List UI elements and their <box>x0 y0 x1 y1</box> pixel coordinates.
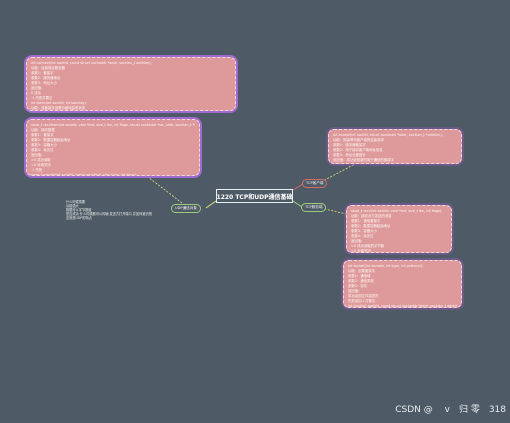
note-line: 功能：连接指定服务器 <box>31 66 65 70</box>
note-line: int bind(int sockfd, const struct sockad… <box>348 304 457 308</box>
note-line: 返回值：成功返回新的用于通信的套接字 <box>333 158 395 162</box>
note-line: 参数2：用于接收客户端地址信息 <box>333 148 383 152</box>
branch-udp-object[interactable]: UDP通信对象 <box>171 204 201 213</box>
note-line: int connect(int sockfd, const struct soc… <box>31 61 152 65</box>
note-right-top[interactable]: int accept(int sockfd, struct sockaddr *… <box>328 129 462 164</box>
note-line: =0 对端关闭 <box>31 163 51 167</box>
note-line: 功能：阻塞等待客户端的连接请求 <box>333 138 384 142</box>
side-note: 什么时候需要 功能强大 数据可以字节数组 是否成功 什么时候都可以传输 发送方打… <box>66 200 172 220</box>
note-line: 参数3：地址大小 <box>31 81 57 85</box>
side-note-line: 功能强大 <box>66 204 79 208</box>
root-topic[interactable]: 1220 TCP和UDP通信基础 <box>216 189 293 203</box>
note-line: 参数1：套接字 <box>31 71 54 75</box>
connector-root-server <box>292 200 303 208</box>
note-right-mid[interactable]: ssize_t recv(int sockfd, void *buf, size… <box>346 205 452 253</box>
connector-client-righttop <box>320 163 356 183</box>
note-line: 参数2：数据容器起始地址 <box>31 138 71 142</box>
note-line: 参数3：容器大小 <box>351 229 377 233</box>
note-line: =0 对端关闭 <box>351 249 371 253</box>
note-line: 参数4：标志位 <box>351 234 374 238</box>
note-line: 参数1：通信套接字 <box>351 219 381 223</box>
note-right-bottom[interactable]: int socket(int domain, int type, int pro… <box>343 260 462 308</box>
watermark-footer: CSDN @ v 归 零 318 <box>395 405 506 415</box>
note-line: 失败返回-1并置位 <box>348 299 376 303</box>
note-line: 参数3：容器大小 <box>31 143 57 147</box>
note-left-mid[interactable]: ssize_t recvfrom(int sockfd, void *buf, … <box>26 119 200 176</box>
note-line: 参数2：数据容器起始地址 <box>351 224 391 228</box>
side-note-line: 是否成功 什么时候都可以传输 发送方打开端口 并如何被识别 <box>66 212 152 216</box>
note-left-top[interactable]: int connect(int sockfd, const struct soc… <box>26 57 236 111</box>
note-line: 参数2：服务器地址 <box>31 76 61 80</box>
note-line: 功能：创建套接字 <box>348 269 376 273</box>
note-line: 参数3：地址长度指针 <box>333 153 366 157</box>
note-line: 参数1：服务器套接字 <box>333 143 366 147</box>
note-line: >0 成功读取 <box>31 158 51 162</box>
note-line: 返回值： <box>348 289 362 293</box>
branch-tcp-server[interactable]: TCP服务端 <box>301 203 327 212</box>
connector-root-udp <box>205 200 217 209</box>
note-line: int socket(int domain, int type, int pro… <box>348 264 424 268</box>
connector-root-client <box>292 183 304 191</box>
note-line: 功能：将套接字设置为被动监听状态 <box>31 106 86 110</box>
note-line: 返回值： <box>31 153 45 157</box>
note-line: ssize_t recvfrom(int sockfd, void *buf, … <box>31 123 195 127</box>
note-line: >0 成功读取的字节数 <box>351 244 385 248</box>
note-line: 参数1：套接字 <box>31 133 54 137</box>
note-line: 参数3：协议 <box>348 284 368 288</box>
side-note-line: 什么时候需要 <box>66 200 86 204</box>
note-line: 失败返回-1并置位 <box>333 163 457 164</box>
note-line: -1 失败 <box>31 168 43 172</box>
note-line: 功能：接收数据 <box>31 128 55 132</box>
note-line: -1 失败并置位 <box>31 96 53 100</box>
note-line: 0 成功 <box>31 91 42 95</box>
side-note-line: 数据可以字节数组 <box>66 208 92 212</box>
note-line: 参数1：通信域 <box>348 274 371 278</box>
note-line: int listen(int sockfd, int backlog); <box>31 101 87 105</box>
note-line: 参数4：标志位 <box>31 148 54 152</box>
note-line: 成功返回文件描述符 <box>348 294 379 298</box>
side-note-line: 这就是UDP的特点 <box>66 216 92 220</box>
note-line: 返回值： <box>31 86 45 90</box>
note-line: ssize_t sendto(int sockfd, const void *b… <box>31 173 137 176</box>
note-line: 参数2：通信类型 <box>348 279 374 283</box>
note-line: int accept(int sockfd, struct sockaddr *… <box>333 133 443 137</box>
note-line: ssize_t recv(int sockfd, void *buf, size… <box>351 209 443 213</box>
note-line: 功能：接收对方发送的消息 <box>351 214 392 218</box>
note-line: 返回值： <box>351 239 365 243</box>
connector-udp-leftmid <box>147 176 183 204</box>
branch-tcp-client[interactable]: TCP客户端 <box>302 179 328 188</box>
